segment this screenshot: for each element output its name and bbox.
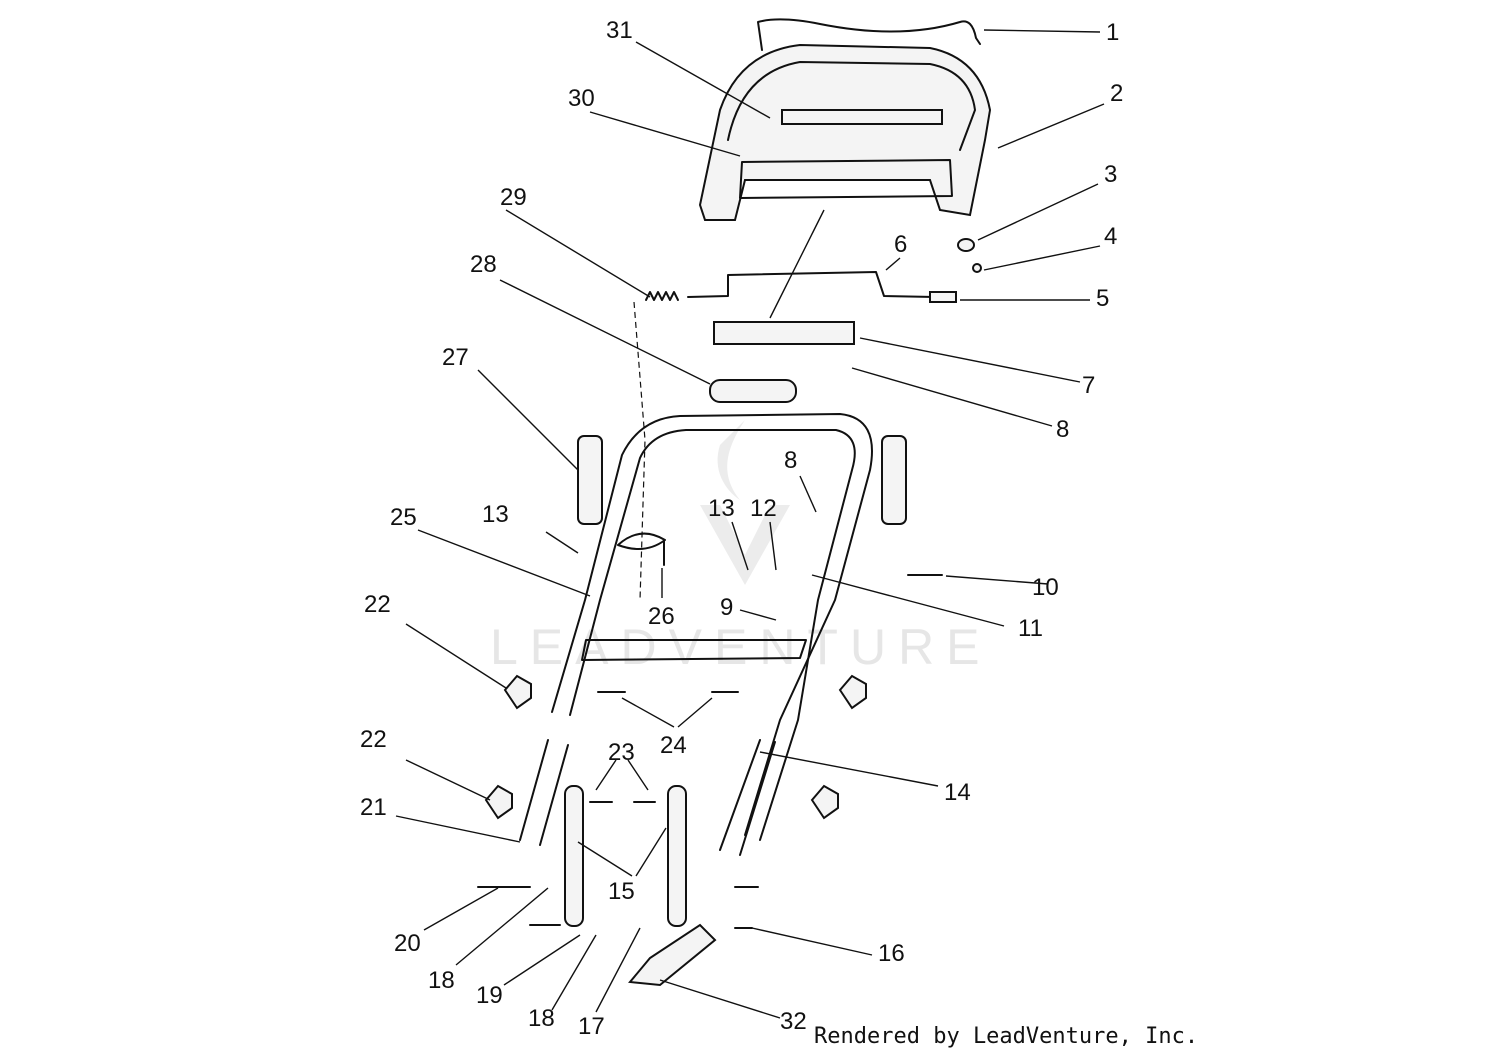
callout-30: 30	[568, 85, 595, 112]
callout-23: 23	[608, 739, 635, 766]
part-cable-rod	[687, 271, 936, 298]
part-clip-right	[881, 435, 907, 525]
callout-28: 28	[470, 251, 497, 278]
callout-9: 9	[720, 594, 733, 621]
callout-10: 10	[1032, 574, 1059, 601]
part-knob-upper-left	[503, 674, 532, 710]
part-control-bail	[757, 18, 981, 51]
callout-13-left: 13	[482, 501, 509, 528]
callout-27: 27	[442, 344, 469, 371]
callout-11: 11	[1018, 615, 1043, 642]
part-cable-tie	[617, 532, 666, 566]
callout-8-center: 8	[784, 447, 797, 474]
part-washer	[957, 238, 975, 252]
part-knob-upper-right	[838, 674, 867, 710]
callout-22-lower: 22	[360, 726, 387, 753]
watermark-flame-logo	[700, 420, 790, 585]
callout-26: 26	[648, 603, 675, 630]
callout-29: 29	[500, 184, 527, 211]
callout-22-upper: 22	[364, 591, 391, 618]
callout-15: 15	[608, 878, 635, 905]
callout-14: 14	[944, 779, 971, 806]
callout-3: 3	[1104, 161, 1117, 188]
callout-6: 6	[894, 231, 907, 258]
part-bracket-left	[564, 785, 584, 927]
callout-31: 31	[606, 17, 633, 44]
callout-7: 7	[1082, 372, 1095, 399]
callout-1: 1	[1106, 19, 1119, 46]
part-upper-handle	[551, 413, 873, 836]
part-console	[698, 43, 992, 221]
part-knob-lower-left	[484, 784, 513, 820]
callout-25: 25	[390, 504, 417, 531]
callout-24: 24	[660, 732, 687, 759]
part-cable-fitting	[929, 291, 957, 303]
callout-32: 32	[780, 1008, 807, 1035]
callout-4: 4	[1104, 223, 1117, 250]
part-deck-bracket	[628, 923, 717, 987]
callout-21: 21	[360, 794, 387, 821]
part-clip-left	[577, 435, 603, 525]
callout-18-right: 18	[528, 1005, 555, 1032]
callout-5: 5	[1096, 285, 1109, 312]
leader-lines	[395, 29, 1105, 1019]
callout-8-right: 8	[1056, 416, 1069, 443]
part-grip	[709, 379, 797, 403]
callout-17: 17	[578, 1013, 605, 1040]
part-cover	[713, 321, 855, 345]
part-bolts	[589, 574, 943, 803]
callout-20: 20	[394, 930, 421, 957]
part-screw	[972, 263, 982, 273]
part-spring	[645, 291, 679, 301]
callout-19: 19	[476, 982, 503, 1009]
callout-12: 12	[750, 495, 777, 522]
part-decal	[781, 109, 943, 125]
callout-16: 16	[878, 940, 905, 967]
callout-18-left: 18	[428, 967, 455, 994]
callout-2: 2	[1110, 80, 1123, 107]
part-knob-lower-right	[810, 784, 839, 820]
part-hardware	[477, 886, 759, 929]
part-bracket-right	[667, 785, 687, 927]
render-credit: Rendered by LeadVenture, Inc.	[814, 1024, 1199, 1049]
callout-13-center: 13	[708, 495, 735, 522]
part-lower-handle	[519, 739, 776, 856]
